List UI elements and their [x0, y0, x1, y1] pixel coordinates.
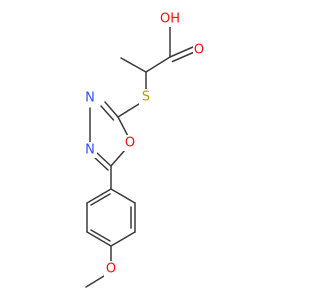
- bond-c5-o1: [110, 149, 126, 167]
- bond-ph-4-5: [86, 231, 112, 247]
- atom-labels: OH O S N N O O: [83, 11, 207, 277]
- methoxy-oxygen-atom: O: [104, 261, 118, 277]
- bond-n4-c5-b: [93, 156, 109, 171]
- carbonyl-o-label: O: [194, 43, 204, 58]
- bond-acid-chiral: [145, 56, 171, 73]
- ring-oxygen-atom: O: [123, 135, 137, 151]
- bond-c2-n3-a: [104, 101, 119, 118]
- methoxy-o-label: O: [106, 262, 116, 277]
- bond-o1-c2: [117, 116, 130, 139]
- hydroxyl-atom: OH: [160, 11, 180, 27]
- n2-label: N: [85, 143, 95, 158]
- ring-nitrogen-1-atom: N: [83, 90, 97, 106]
- bond-ph-3-4: [110, 231, 136, 247]
- bond-chiral-methyl: [120, 57, 147, 73]
- bond-ph-1-2: [110, 188, 136, 204]
- carbonyl-oxygen-atom: O: [193, 42, 207, 58]
- bond-ph-6-1: [86, 188, 112, 204]
- bond-s-ring: [117, 103, 140, 118]
- n1-label: N: [85, 91, 95, 106]
- bonds: [85, 26, 197, 288]
- molecule-structure: OH O S N N O O: [83, 11, 207, 288]
- oh-label: OH: [160, 12, 180, 27]
- s-label: S: [142, 90, 150, 105]
- bond-c-o-double-b: [171, 50, 197, 63]
- bond-c-o-double-a: [169, 46, 194, 58]
- bond-o-methyl: [85, 275, 105, 288]
- sulfur-atom: S: [139, 89, 153, 106]
- bond-c2-n3-b: [100, 105, 115, 121]
- structure-canvas: OH O S N N O O: [83, 11, 207, 288]
- bond-ph-4-5-inner: [90, 229, 111, 242]
- bond-ph-6-1-inner: [90, 193, 111, 206]
- ring-o-label: O: [125, 136, 135, 151]
- ring-nitrogen-2-atom: N: [83, 142, 97, 158]
- bond-n4-c5-a: [96, 152, 112, 167]
